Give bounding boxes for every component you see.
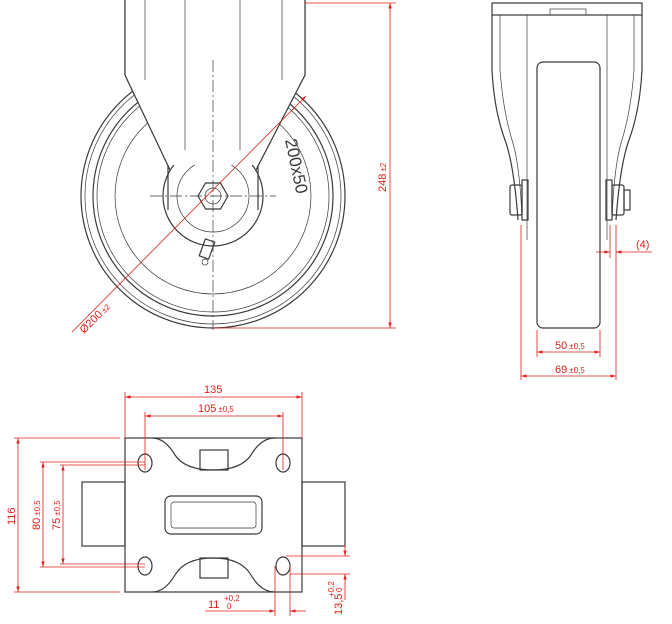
svg-text:50±0,5: 50±0,5 bbox=[555, 340, 585, 352]
wheel-width-label: 50 bbox=[555, 340, 567, 352]
hole-spacing-y1-label: 80 bbox=[31, 518, 43, 530]
hole-spacing-y2-label: 75 bbox=[51, 518, 63, 530]
hole-spacing-x-tolerance: ±0,5 bbox=[218, 405, 234, 414]
front-view: 200x50 Ø200±2 248±2 bbox=[71, 0, 396, 337]
svg-text:Ø200±2: Ø200±2 bbox=[78, 301, 114, 337]
svg-text:75±0,5: 75 ±0,5 bbox=[51, 500, 63, 530]
slot-length-label: 13,5 bbox=[333, 594, 345, 615]
overall-width-tolerance: ±0,5 bbox=[569, 366, 585, 375]
diameter-label: Ø200 bbox=[78, 309, 106, 337]
svg-text:69±0,5: 69±0,5 bbox=[555, 364, 585, 376]
top-view: 135 105±0,5 116 80±0,5 75±0,5 13,5 +0,2 … bbox=[6, 384, 350, 616]
height-label: 248 bbox=[377, 174, 389, 192]
wheel-width-tolerance: ±0,5 bbox=[569, 342, 585, 351]
svg-text:80±0,5: 80 ±0,5 bbox=[31, 500, 43, 530]
slot-width-tolerance-lower: 0 bbox=[227, 602, 232, 611]
hole-spacing-y1-tolerance: ±0,5 bbox=[33, 500, 42, 516]
slot-width-label: 11 bbox=[208, 599, 219, 611]
plate-length-label: 135 bbox=[204, 384, 222, 396]
mounting-holes bbox=[137, 453, 291, 576]
wheel-marking: 200x50 bbox=[281, 137, 311, 196]
diameter-tolerance: ±2 bbox=[100, 302, 113, 315]
fork bbox=[124, 0, 306, 330]
svg-text:105±0,5: 105±0,5 bbox=[198, 403, 234, 415]
plate-width-label: 116 bbox=[6, 507, 18, 525]
plate-thickness-label: (4) bbox=[636, 239, 649, 251]
slot-length-tolerance-lower: 0 bbox=[335, 587, 344, 592]
mounting-plate bbox=[124, 437, 303, 593]
side-fork bbox=[491, 2, 643, 240]
side-wheel bbox=[536, 61, 601, 329]
axle-nut bbox=[197, 182, 229, 210]
grease-nipple bbox=[198, 238, 216, 266]
hole-spacing-x-label: 105 bbox=[198, 403, 216, 415]
height-tolerance: ±2 bbox=[379, 162, 388, 171]
center-slot bbox=[164, 495, 263, 535]
side-view: 50±0,5 69±0,5 (4) bbox=[491, 2, 652, 380]
slot-width-tolerance-upper: +0,2 bbox=[224, 594, 240, 603]
overall-width-label: 69 bbox=[555, 364, 567, 376]
axle-bolts bbox=[509, 179, 631, 221]
slot-length-tolerance-upper: +0,2 bbox=[327, 581, 336, 597]
hole-spacing-y2-tolerance: ±0,5 bbox=[53, 500, 62, 516]
svg-text:248±2: 248±2 bbox=[377, 162, 389, 192]
